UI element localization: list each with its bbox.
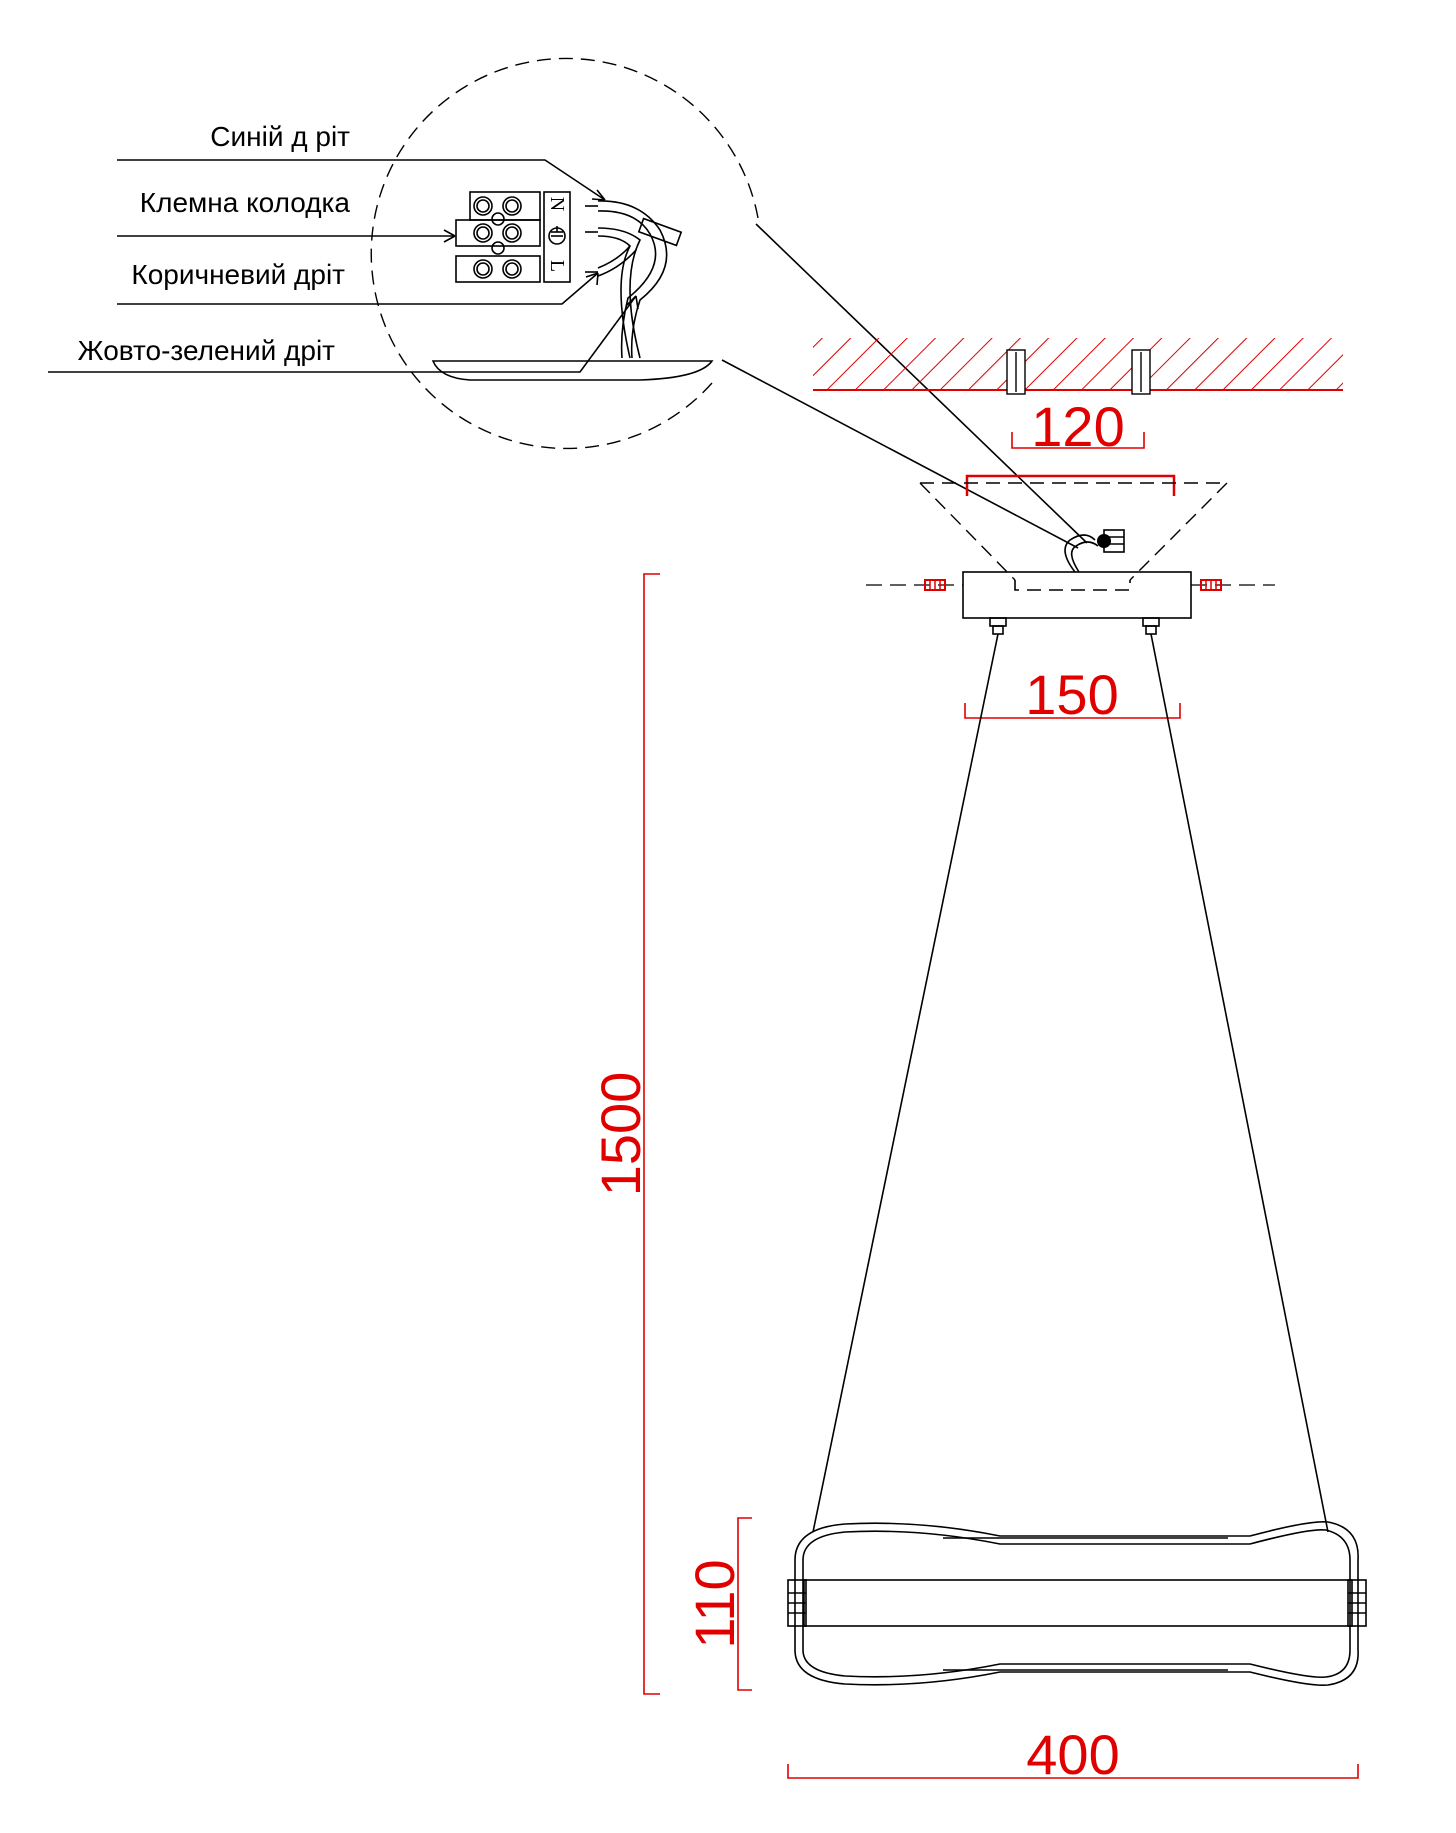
svg-text:1500: 1500 (589, 1072, 652, 1197)
terminal-mark-l: L (546, 260, 568, 272)
detail-link-line (721, 359, 1079, 549)
suspension-cable-left (812, 633, 999, 1533)
mounting-bracket (919, 474, 1228, 581)
callout-yellow-green-wire: Жовто-зелений дріт (78, 335, 336, 366)
ceiling-anchor-icon (1131, 349, 1151, 395)
callout-blue-wire: Синій д ріт (210, 121, 350, 152)
svg-text:120: 120 (1031, 395, 1124, 458)
dimension-lamp-width: 400 (787, 1723, 1359, 1786)
svg-text:110: 110 (683, 1559, 746, 1648)
canopy (866, 529, 1275, 635)
screw-icon (924, 579, 946, 591)
callout-terminal-block: Клемна колодка (140, 187, 351, 218)
detail-canopy-plate (431, 360, 714, 381)
wiring-detail: N L (48, 57, 759, 450)
dimension-suspension-height: 1500 (589, 573, 660, 1695)
terminal-block-icon (455, 191, 571, 283)
canopy-terminal-icon (1064, 529, 1125, 573)
dimension-lamp-height: 110 (683, 1517, 752, 1691)
detail-wires (585, 200, 683, 359)
dimension-mount-spacing: 120 (1011, 395, 1145, 458)
ground-symbol-icon (548, 226, 566, 245)
svg-text:400: 400 (1026, 1723, 1119, 1786)
dimension-canopy-width: 150 (964, 663, 1181, 726)
callout-leaders (48, 159, 639, 373)
ceiling-anchor-icon (1006, 349, 1026, 395)
ceiling-section (813, 338, 1343, 395)
terminal-mark-n: N (546, 197, 568, 211)
callout-brown-wire: Коричневий дріт (131, 259, 345, 290)
suspension-cable-right (1150, 633, 1329, 1533)
lamp-body (787, 1520, 1367, 1687)
svg-text:150: 150 (1025, 663, 1118, 726)
screw-icon (1200, 579, 1222, 591)
